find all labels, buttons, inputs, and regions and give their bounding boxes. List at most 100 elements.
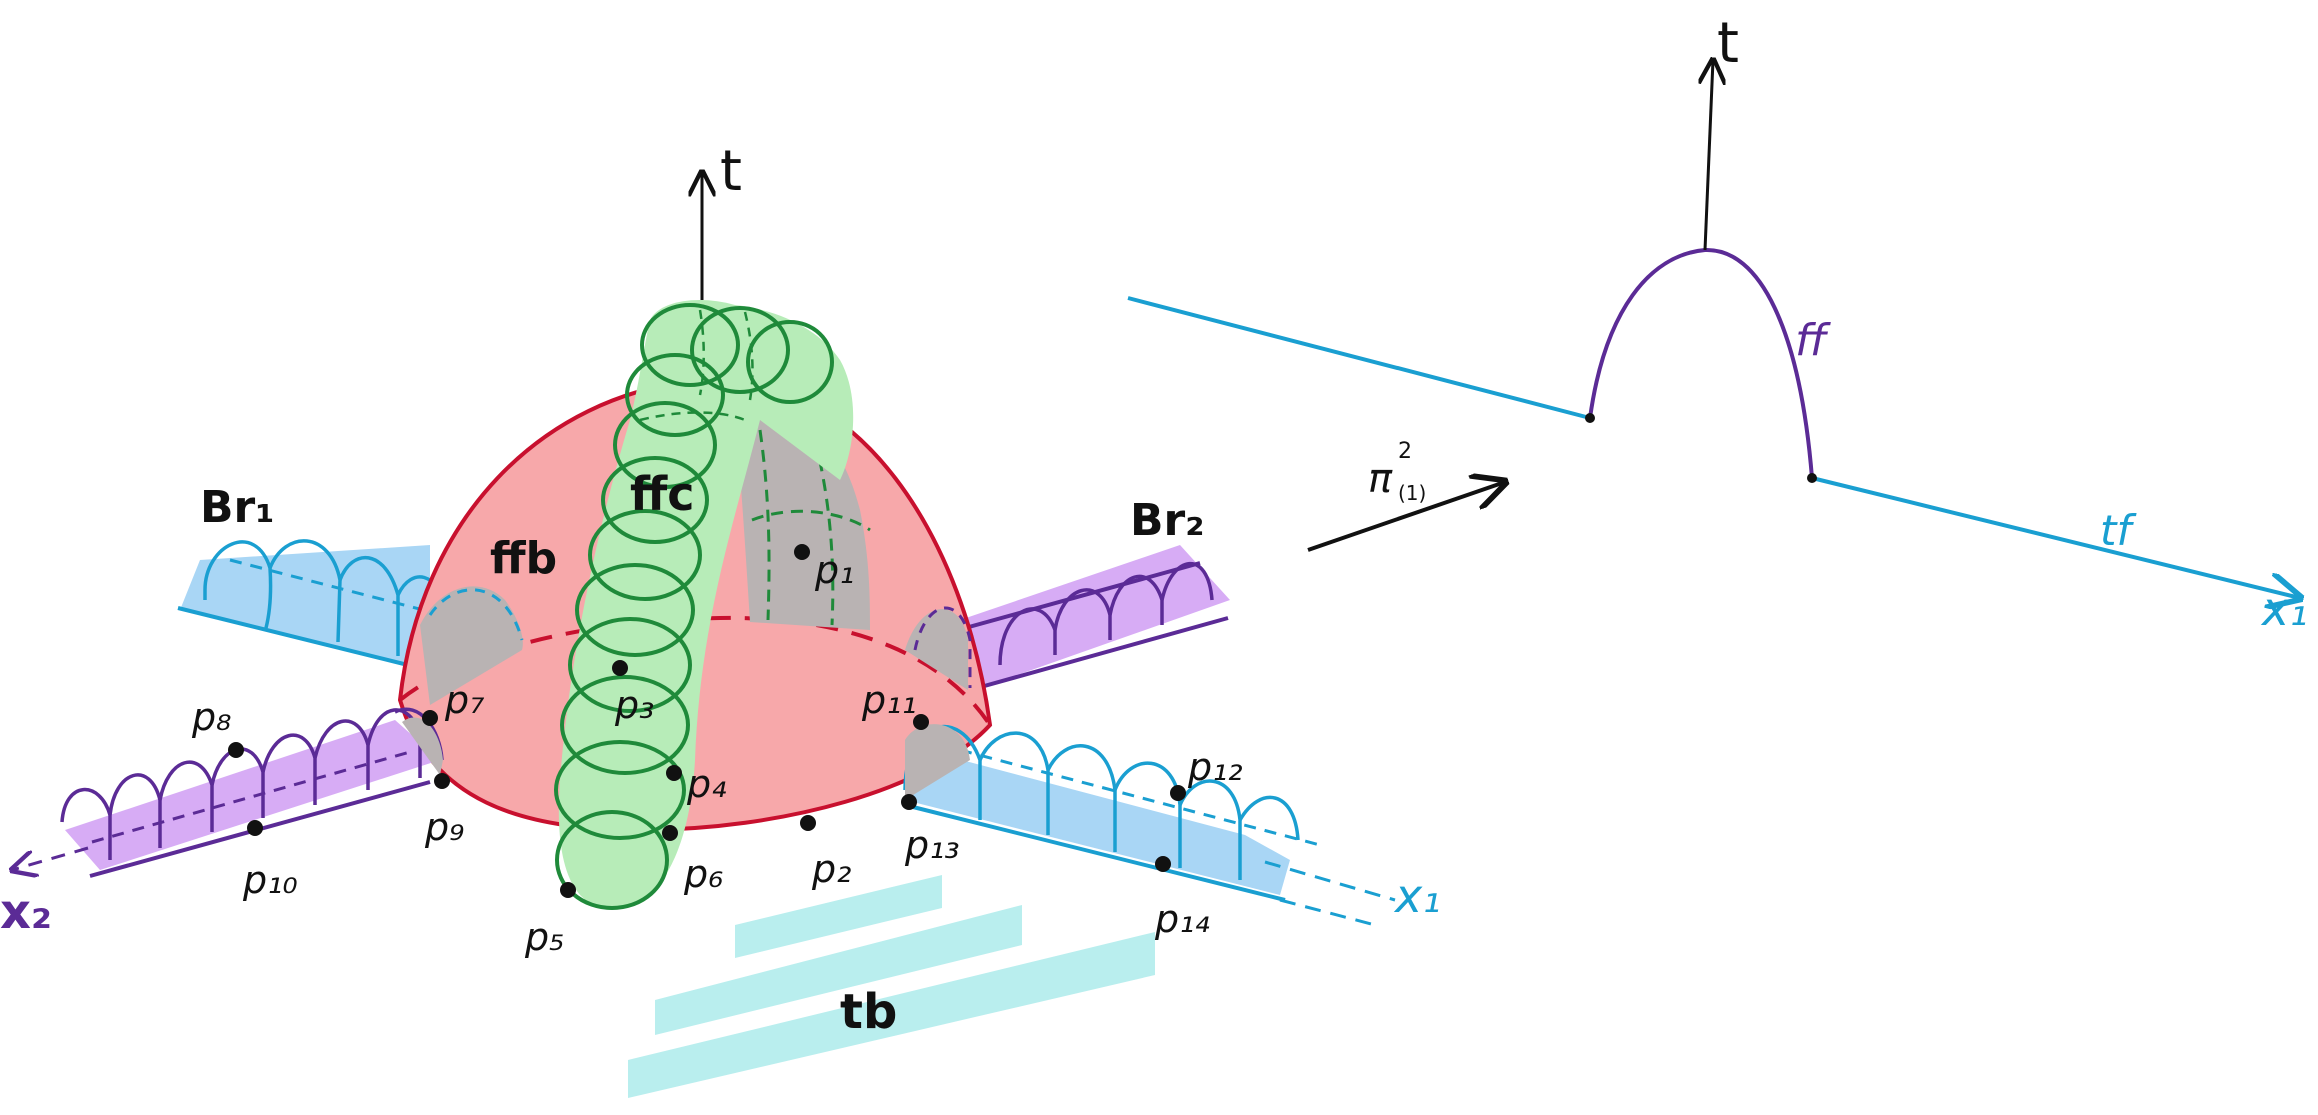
point-p8 (228, 742, 244, 758)
ffc-ring (555, 810, 669, 910)
blowdown-map-arrow (1307, 482, 1505, 552)
map-subscript: (1) (1398, 481, 1426, 505)
ffc-ring (746, 320, 834, 404)
right-diagram: t x₁ ff tf (1127, 11, 2308, 636)
map-label: π 2 (1) (1368, 439, 1426, 505)
br2-tube-top-line (957, 561, 1201, 632)
ffb-left-shaded-region (420, 586, 523, 705)
map-superscript: 2 (1398, 439, 1412, 464)
br1-label: Br₁ (200, 482, 275, 533)
front-purple-tube (12, 707, 444, 876)
br1-tube-body (180, 545, 430, 670)
label-p8: p₈ (191, 695, 231, 739)
br1-tube-baseline (177, 606, 421, 670)
x1-axis-dashed-1 (1264, 860, 1396, 902)
ffc-label: ffc (630, 467, 695, 521)
front-blue-tube-body (905, 745, 1290, 895)
ffc-dashed (743, 311, 754, 401)
front-blue-end-shaded (905, 724, 970, 800)
label-p1: p₁ (814, 548, 854, 592)
point-p6 (662, 825, 678, 841)
tb-label: tb (840, 984, 897, 1040)
br2-tube-bottom-line (969, 616, 1229, 692)
ff-arc (1588, 247, 1814, 479)
front-blue-ring (1238, 795, 1300, 841)
tb-strip-3 (628, 932, 1155, 1098)
label-p3: p₃ (614, 683, 654, 727)
front-purple-ring (313, 719, 370, 790)
left-boundary-segment (1127, 296, 1591, 420)
label-p13: p₁₃ (904, 823, 960, 867)
br1-ring-dashed (428, 588, 524, 641)
label-p5: p₅ (524, 915, 564, 959)
front-blue-tube-bottom (904, 803, 1286, 902)
point-labels: p₁ p₂ p₃ p₄ p₅ p₆ p₇ p₈ p₉ p₁₀ p₁₁ p₁₂ p… (191, 548, 1243, 959)
ffb-back-dashed (758, 429, 771, 621)
br2-ring (1160, 561, 1214, 601)
right-t-axis (1705, 60, 1713, 251)
label-p4: p₄ (686, 762, 726, 806)
ff-label: ff (1795, 315, 1831, 366)
point-p2 (800, 815, 816, 831)
tb-strip-1 (735, 875, 942, 958)
label-p7: p₇ (444, 678, 484, 722)
br1-axis-dashed (229, 558, 521, 637)
ff-right-endpoint (1807, 473, 1817, 483)
ffc-column (554, 300, 854, 910)
point-p9 (434, 773, 450, 789)
left-x1-axis-label: x₁ (1393, 869, 1441, 923)
br2-label: Br₂ (1130, 495, 1205, 546)
ffc-ring (568, 617, 692, 713)
point-p11 (913, 714, 929, 730)
label-p10: p₁₀ (242, 858, 298, 902)
ffc-surface (558, 300, 854, 910)
ffc-ring (601, 456, 709, 544)
br2-ring (1108, 574, 1164, 625)
point-p4 (666, 765, 682, 781)
front-purple-ring (108, 773, 162, 848)
ffc-hidden-edges (639, 309, 754, 422)
label-p11: p₁₁ (861, 678, 917, 722)
point-p10 (247, 820, 263, 836)
br1-ring (268, 539, 342, 643)
map-symbol: π (1368, 456, 1393, 502)
label-p9: p₉ (424, 805, 464, 849)
ff-left-endpoint (1585, 413, 1595, 423)
br2-ring-dashed (913, 606, 972, 688)
ffc-ring (560, 675, 690, 775)
tb-face (628, 875, 1155, 1098)
point-p5 (560, 882, 576, 898)
ffc-ring (625, 353, 725, 437)
ffb-label: ffb (490, 533, 557, 584)
point-p3 (612, 660, 628, 676)
point-p14 (1155, 856, 1171, 872)
br2-ring (1053, 588, 1112, 640)
point-p12 (1170, 785, 1186, 801)
label-p12: p₁₂ (1187, 745, 1243, 789)
front-purple-ring (158, 760, 214, 832)
ffc-ring (575, 563, 695, 657)
point-p1 (794, 544, 810, 560)
tf-segment-x1-axis (1811, 476, 2300, 598)
point-p13 (901, 794, 917, 810)
ffc-rings (554, 303, 834, 910)
front-blue-tube (903, 724, 1396, 927)
left-t-axis-label: t (720, 139, 742, 204)
label-p14: p₁₄ (1154, 897, 1210, 941)
br2-ring (998, 607, 1057, 666)
ffc-ring (613, 401, 717, 489)
right-t-axis-label: t (1717, 11, 1739, 76)
tb-strip-2 (655, 905, 1022, 1035)
tf-label: tf (2100, 506, 2137, 555)
front-blue-ring (1178, 779, 1242, 880)
ffc-ring (690, 306, 790, 394)
x1-axis-dashed-2 (1279, 898, 1376, 927)
front-purple-axis-dashed (91, 750, 411, 844)
marked-points (228, 544, 1186, 898)
x2-axis-label: x₂ (0, 884, 52, 940)
label-p2: p₂ (811, 847, 851, 891)
front-purple-ring (261, 733, 317, 805)
front-blue-ring (1046, 744, 1117, 852)
